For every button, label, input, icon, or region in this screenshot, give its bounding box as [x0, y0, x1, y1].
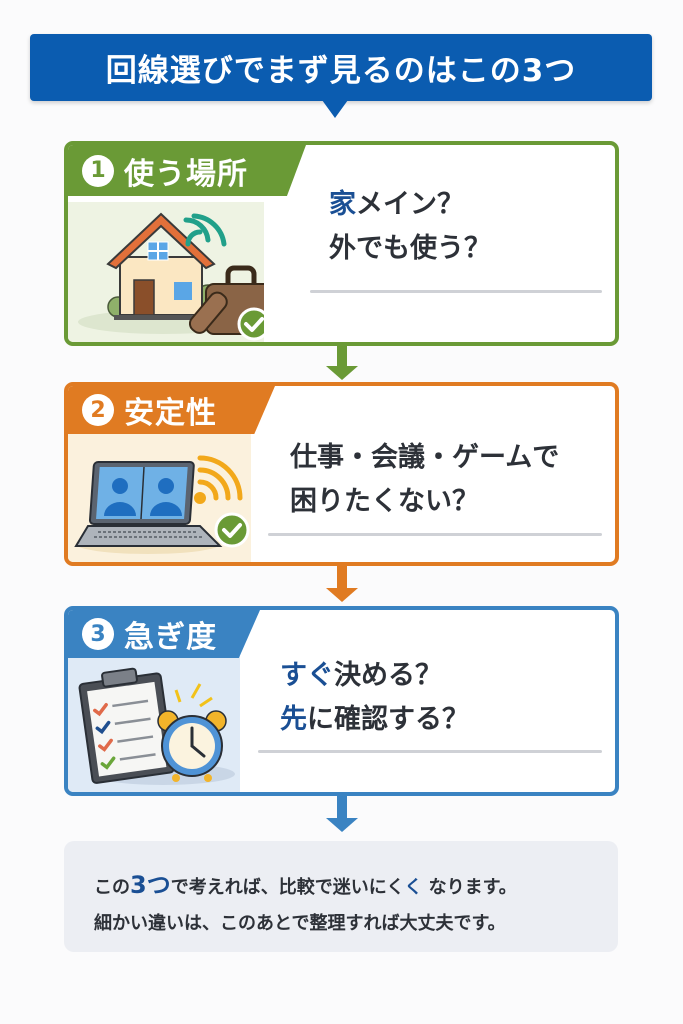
question-line1: 仕事・会議・ゲームで — [290, 442, 560, 473]
card-usage-location: 1 使う場所 家メイン？ 外でも使う？ — [64, 141, 619, 346]
step-number-badge: 3 — [82, 618, 114, 650]
summary-text: なります。 — [422, 877, 517, 898]
arrow-down-icon — [326, 566, 358, 604]
divider-line — [258, 750, 602, 753]
summary-text: この — [94, 877, 130, 898]
question-highlight: 家 — [329, 189, 356, 220]
question-line2: 外でも使う？ — [329, 233, 491, 264]
card-label: 使う場所 — [124, 156, 248, 192]
banner-pointer — [322, 100, 348, 118]
card-stability: 2 安定性 仕事・会議・ゲームで 困りたくない？ — [64, 382, 619, 566]
card-label: 急ぎ度 — [124, 620, 217, 655]
divider-line — [310, 290, 602, 293]
step-number-badge: 1 — [82, 154, 114, 187]
checklist-and-alarm-clock-icon — [78, 667, 235, 785]
card-question: 家メイン？ 外でも使う？ — [329, 183, 491, 271]
card-urgency: 3 急ぎ度 すぐ決める？ 先に確認する？ — [64, 606, 619, 796]
arrow-down-icon — [326, 796, 358, 834]
card-question: 仕事・会議・ゲームで 困りたくない？ — [290, 436, 559, 524]
card-illustration-bg — [68, 202, 279, 342]
question-line2: 困りたくない？ — [290, 486, 479, 517]
card-header-tab: 2 安定性 — [68, 386, 275, 434]
card-header-tab: 3 急ぎ度 — [68, 610, 260, 658]
card-header-tab: 1 使う場所 — [68, 145, 306, 196]
summary-text: で考えれば、比較で迷いにく — [170, 877, 405, 898]
question-line1: メイン？ — [356, 189, 464, 220]
summary-line-1: この3つで考えれば、比較で迷いにくく なります。 — [94, 867, 618, 906]
arrow-down-icon — [326, 346, 358, 382]
card-question: すぐ決める？ 先に確認する？ — [280, 654, 469, 742]
title-banner: 回線選びでまず見るのはこの3つ — [30, 34, 652, 101]
step-number-badge: 2 — [82, 394, 114, 426]
card-illustration-bg — [68, 434, 251, 562]
card-illustration-bg — [68, 656, 240, 792]
question-highlight: 先 — [280, 704, 307, 735]
page-title: 回線選びでまず見るのはこの3つ — [105, 53, 577, 89]
question-highlight: すぐ — [280, 660, 334, 691]
question-line2: に確認する？ — [307, 704, 469, 735]
laptop-video-call-wifi-icon — [74, 455, 250, 554]
house-with-wifi-and-bag-icon — [78, 212, 279, 341]
question-line1: 決める？ — [334, 660, 442, 691]
summary-emphasis: 3つ — [130, 871, 171, 899]
summary-box: この3つで考えれば、比較で迷いにくく なります。 細かい違いは、このあとで整理す… — [64, 841, 618, 952]
divider-line — [268, 533, 602, 536]
card-label: 安定性 — [124, 396, 217, 431]
summary-line-2: 細かい違いは、このあとで整理すれば大丈夫です。 — [94, 913, 506, 934]
summary-emphasis: く — [404, 877, 423, 898]
